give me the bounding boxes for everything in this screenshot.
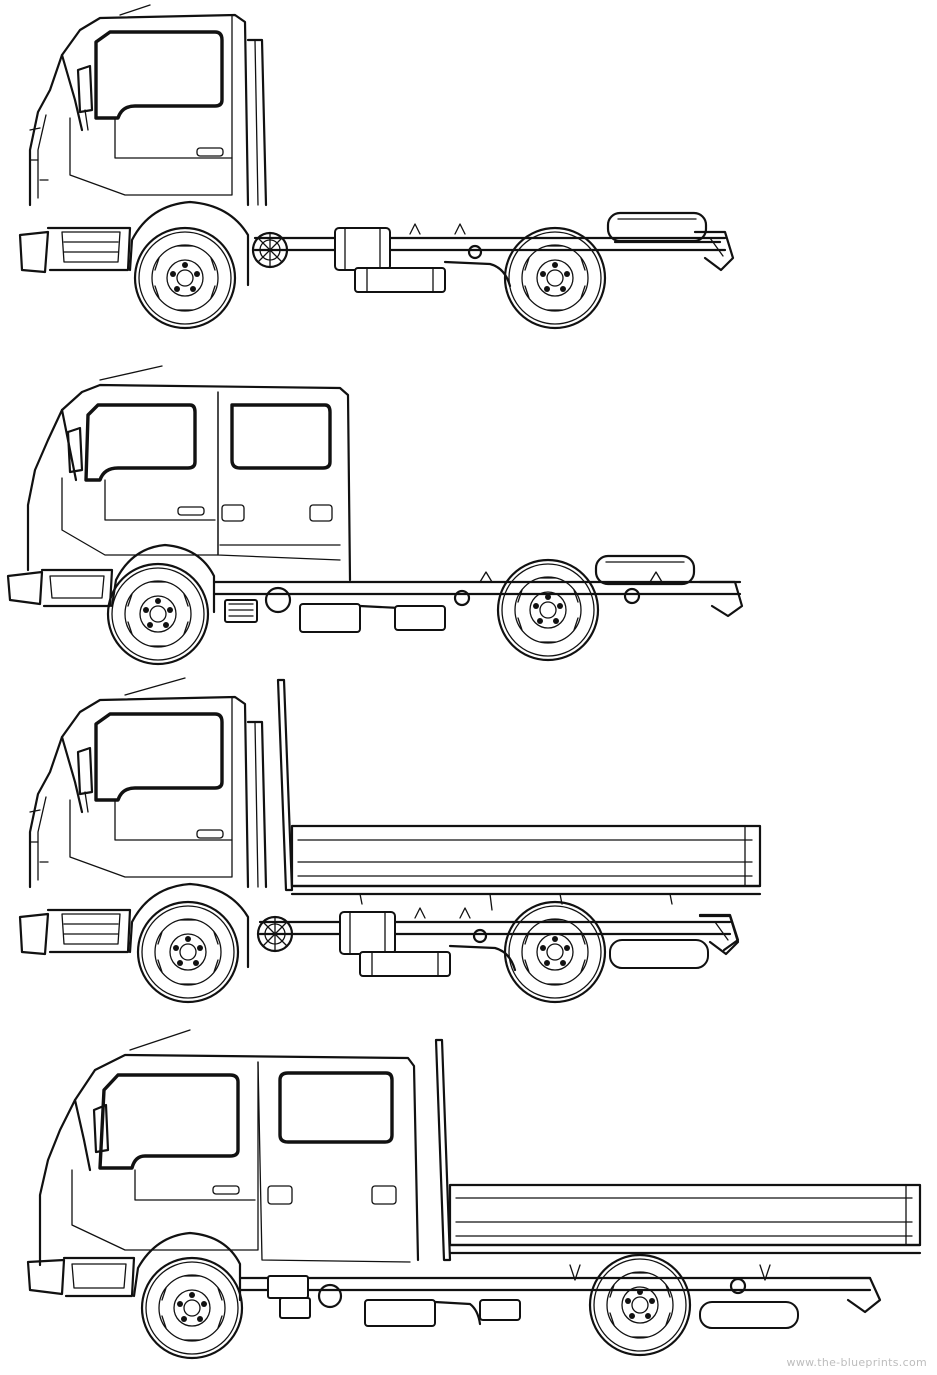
truck-single-cab-chassis [18,13,735,330]
truck-double-cab-chassis [6,365,744,666]
front-wheel [133,226,237,330]
rear-wheel [503,226,607,330]
antenna-3 [124,677,186,696]
truck-single-cab-dropside [18,678,762,1004]
antenna-1 [119,4,151,16]
truck-double-cab-dropside [26,1029,922,1360]
watermark: www.the-blueprints.com [786,1356,927,1369]
